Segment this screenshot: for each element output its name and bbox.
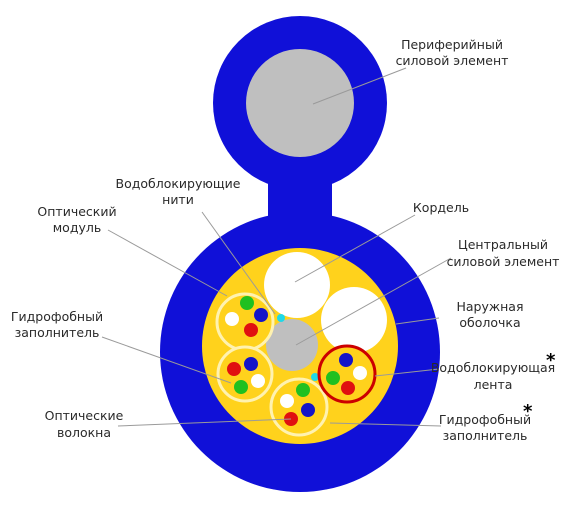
leader-waterblock-threads [201, 211, 276, 315]
leader-central [295, 257, 452, 346]
fiber-green [296, 383, 310, 397]
label-hydro-filler-right-1: Гидрофобный [439, 412, 531, 427]
label-optical-module-1: Оптический [37, 204, 116, 219]
waterblock-thread [277, 314, 285, 322]
label-peripheral-2: силовой элемент [396, 53, 509, 68]
label-outer-sheath-2: оболочка [459, 315, 520, 330]
leader-hydro-filler-right [329, 422, 442, 427]
label-waterblock-threads-1: Водоблокирующие [116, 176, 241, 191]
optical-module-1 [215, 292, 275, 352]
fiber-red [244, 323, 258, 337]
fiber-blue [339, 353, 353, 367]
label-central-2: силовой элемент [447, 254, 560, 269]
fiber-white [353, 366, 367, 380]
label-peripheral-1: Периферийный [401, 37, 503, 52]
fiber-blue [254, 308, 268, 322]
asterisk-waterblock-tape: * [546, 350, 556, 371]
label-optical-fibers-1: Оптические [45, 408, 124, 423]
leader-cord [294, 214, 416, 283]
leader-peripheral [312, 67, 407, 105]
fiber-white [225, 312, 239, 326]
cord-right [321, 287, 387, 353]
fiber-green [240, 296, 254, 310]
label-waterblock-tape-1: Водоблокирующая [431, 360, 555, 375]
leader-outer-sheath [395, 317, 440, 325]
optical-module-4 [317, 344, 377, 404]
central-strength-member [266, 319, 318, 371]
label-outer-sheath-1: Наружная [456, 299, 523, 314]
highlight-ring [317, 344, 377, 404]
label-hydro-filler-right-2: заполнитель [443, 428, 528, 443]
peripheral-strength-member [246, 49, 354, 157]
label-waterblock-threads-2: нити [162, 192, 194, 207]
waterblock-thread [311, 373, 319, 381]
label-optical-module-2: модуль [53, 220, 101, 235]
label-hydro-filler-left-1: Гидрофобный [11, 309, 103, 324]
fiber-green [234, 380, 248, 394]
fiber-white [280, 394, 294, 408]
label-hydro-filler-left-2: заполнитель [15, 325, 100, 340]
fiber-blue [244, 357, 258, 371]
optical-module-2 [216, 345, 274, 403]
fiber-red [341, 381, 355, 395]
cord-top [264, 252, 330, 318]
label-optical-fibers-2: волокна [57, 425, 111, 440]
fiber-red [227, 362, 241, 376]
label-cord: Кордель [413, 200, 469, 215]
leader-optical-fibers [117, 418, 292, 427]
leader-waterblock-tape [374, 368, 440, 377]
label-waterblock-tape-2: лента [474, 377, 513, 392]
leader-hydro-filler-left [101, 336, 232, 384]
leader-optical-module [107, 229, 228, 297]
asterisk-hydro-filler-right: * [523, 401, 533, 422]
label-central-1: Центральный [458, 237, 548, 252]
fiber-green [326, 371, 340, 385]
optical-module-3 [269, 377, 329, 437]
fiber-blue [301, 403, 315, 417]
fiber-white [251, 374, 265, 388]
